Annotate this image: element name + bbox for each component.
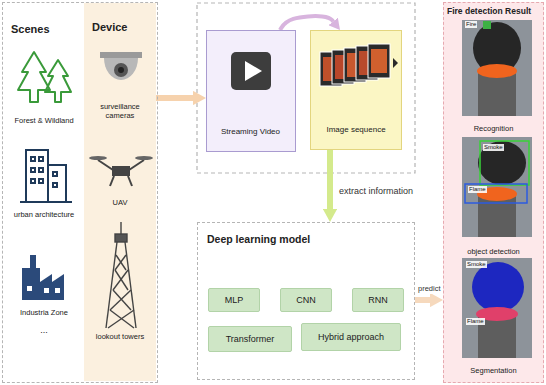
- factory-icon: [22, 255, 64, 300]
- node-heading: Device: [92, 21, 127, 34]
- video-box: Streaming Video: [206, 30, 296, 152]
- model-box: MLP: [208, 288, 260, 312]
- result-fill: [443, 2, 544, 383]
- node-label: ...: [5, 325, 83, 335]
- node-label: Forest & Wildland: [5, 117, 83, 126]
- edge-label: predict: [417, 285, 442, 294]
- image-tag: Flame: [468, 186, 487, 193]
- model-box: RNN: [352, 288, 404, 312]
- image-tag: Fire: [465, 21, 477, 28]
- node-heading: Image sequence: [311, 125, 401, 134]
- model-box: Transformer: [208, 326, 292, 352]
- film-strip-icon: [320, 44, 398, 86]
- flow-arrow: [156, 95, 193, 101]
- node-heading: MLP: [225, 295, 244, 305]
- model-panel: Deep learning modelMLP CNN RNN Transformer H…: [197, 222, 415, 380]
- device-band-fill: [84, 3, 156, 381]
- camera-icon: [100, 52, 142, 80]
- node-heading: Fire detection Result: [447, 7, 541, 17]
- image-tag: Smoke: [466, 261, 487, 268]
- device-band: Device surveillance camerasUAV lookout tow…: [84, 3, 156, 381]
- image-tag: Smoke: [483, 144, 504, 151]
- video-fill: [206, 30, 296, 152]
- node-heading: RNN: [368, 295, 388, 305]
- result-panel: Fire detection ResultRecognition object d…: [443, 2, 544, 383]
- node-label: Segmentation: [446, 367, 541, 376]
- node-label: surveillance cameras: [85, 103, 155, 120]
- building-icon: [20, 150, 72, 202]
- segmentation-image: [462, 258, 532, 358]
- node-heading: Scenes: [11, 23, 50, 36]
- model-box: Hybrid approach: [301, 323, 401, 351]
- forest-icon: [18, 52, 71, 102]
- node-heading: Streaming Video: [207, 127, 294, 136]
- node-label: Recognition: [446, 125, 541, 134]
- node-heading: CNN: [296, 295, 316, 305]
- node-label: Industria Zone: [5, 309, 83, 318]
- tower-icon: [106, 222, 136, 328]
- input-panel: [197, 3, 415, 173]
- detection-image: [462, 137, 532, 237]
- node-label: object detection: [446, 248, 541, 257]
- image-sequence-box: Image sequence: [310, 30, 402, 150]
- node-label: UAV: [85, 199, 155, 208]
- node-heading: Transformer: [226, 334, 275, 344]
- flow-arrow: [280, 16, 333, 30]
- model-box: CNN: [280, 288, 332, 312]
- play-icon: [231, 52, 271, 90]
- flow-arrow: [415, 297, 430, 303]
- node-label: urban architecture: [5, 211, 83, 220]
- sequence-fill: [310, 30, 402, 150]
- image-tag: Flame: [466, 318, 485, 325]
- recognition-image: [462, 20, 532, 116]
- node-heading: Deep learning model: [207, 233, 310, 245]
- node-heading: Hybrid approach: [318, 332, 384, 342]
- uav-icon: [89, 156, 153, 186]
- scenes-panel: ScenesForest & Wildland urban architectur…: [2, 2, 158, 383]
- flow-arrow: [327, 150, 333, 209]
- node-label: lookout towers: [85, 333, 155, 342]
- edge-label: extract information: [338, 186, 414, 196]
